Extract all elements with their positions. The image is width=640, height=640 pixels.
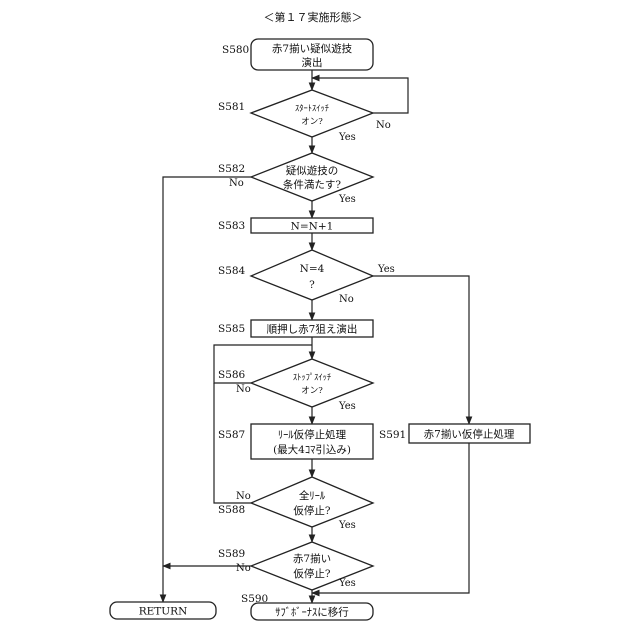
s580-line-2: 演出: [302, 56, 323, 69]
s589-line-1: 赤7揃い: [293, 552, 331, 565]
decision-diamond: [251, 250, 373, 300]
s587-line-2: (最大4ｺﾏ引込み): [273, 443, 351, 456]
s586-line-2: オン?: [301, 386, 323, 396]
s584-step-label: S584: [218, 265, 246, 277]
s588-line-1: 全ﾘｰﾙ: [299, 489, 326, 502]
step-s580: 赤7揃い疑似遊技 演出 S580: [222, 39, 373, 70]
s586-step-label: S586: [218, 369, 246, 381]
s585-text: 順押し赤7狙え演出: [267, 323, 358, 336]
s582-no-label: No: [229, 178, 244, 189]
s586-line-1: ｽﾄｯﾌﾟｽｲｯﾁ: [293, 373, 331, 383]
s581-line-2: オン?: [301, 117, 323, 127]
s583-text: N=N+1: [291, 221, 334, 233]
loop-s588-no: [214, 383, 251, 503]
arrow-s584-s591: [373, 276, 469, 424]
return-terminal: RETURN: [110, 602, 216, 619]
s589-no-label: No: [236, 563, 251, 574]
s589-yes-label: Yes: [338, 578, 356, 589]
s589-step-label: S589: [218, 548, 245, 560]
s584-line-1: N=4: [300, 263, 325, 275]
step-s590: ｻﾌﾞﾎﾞｰﾅｽに移行 S590: [241, 593, 373, 620]
s580-line-1: 赤7揃い疑似遊技: [272, 42, 353, 55]
s588-line-2: 仮停止?: [293, 504, 330, 517]
s588-yes-label: Yes: [338, 520, 356, 531]
s586-yes-label: Yes: [338, 401, 356, 412]
step-s585: 順押し赤7狙え演出 S585: [218, 320, 373, 337]
s580-step-label: S580: [222, 44, 249, 56]
s582-yes-label: Yes: [338, 194, 356, 205]
decision-diamond: [251, 359, 373, 407]
s586-no-label: No: [236, 384, 251, 395]
s591-step-label: S591: [379, 429, 406, 441]
s584-yes-label: Yes: [377, 264, 395, 275]
step-s584: N=4 ? S584 Yes No: [218, 250, 395, 305]
s589-line-2: 仮停止?: [293, 567, 330, 580]
s588-step-label: S588: [218, 504, 245, 516]
s582-line-1: 疑似遊技の: [286, 164, 339, 177]
return-label: RETURN: [139, 606, 188, 618]
step-s582: 疑似遊技の 条件満たす? S582 No Yes: [218, 153, 373, 205]
s584-no-label: No: [339, 294, 354, 305]
s581-line-1: ｽﾀｰﾄｽｲｯﾁ: [295, 104, 329, 114]
s582-step-label: S582: [218, 163, 245, 175]
s587-step-label: S587: [218, 429, 245, 441]
s581-no-label: No: [376, 120, 391, 131]
s581-step-label: S581: [218, 101, 245, 113]
step-s589: 赤7揃い 仮停止? S589 No Yes: [218, 542, 373, 590]
s590-text: ｻﾌﾞﾎﾞｰﾅｽに移行: [275, 606, 349, 619]
step-s586: ｽﾄｯﾌﾟｽｲｯﾁ オン? S586 No Yes: [218, 359, 373, 412]
s581-yes-label: Yes: [338, 132, 356, 143]
step-s581: ｽﾀｰﾄｽｲｯﾁ オン? S581 No Yes: [218, 90, 391, 143]
step-s583: N=N+1 S583: [218, 218, 373, 233]
diagram-title: ＜第１７実施形態＞: [264, 10, 363, 24]
s588-no-label: No: [236, 491, 251, 502]
step-s591: 赤7揃い仮停止処理 S591: [379, 424, 530, 443]
s582-line-2: 条件満たす?: [283, 178, 341, 191]
step-s587: ﾘｰﾙ仮停止処理 (最大4ｺﾏ引込み) S587: [218, 424, 373, 459]
s584-line-2: ?: [309, 279, 315, 291]
s583-step-label: S583: [218, 220, 245, 232]
s585-step-label: S585: [218, 323, 245, 335]
s591-text: 赤7揃い仮停止処理: [424, 428, 515, 441]
s590-step-label: S590: [241, 593, 268, 605]
step-s588: 全ﾘｰﾙ 仮停止? S588 No Yes: [218, 477, 373, 531]
s587-line-1: ﾘｰﾙ仮停止処理: [278, 428, 347, 441]
